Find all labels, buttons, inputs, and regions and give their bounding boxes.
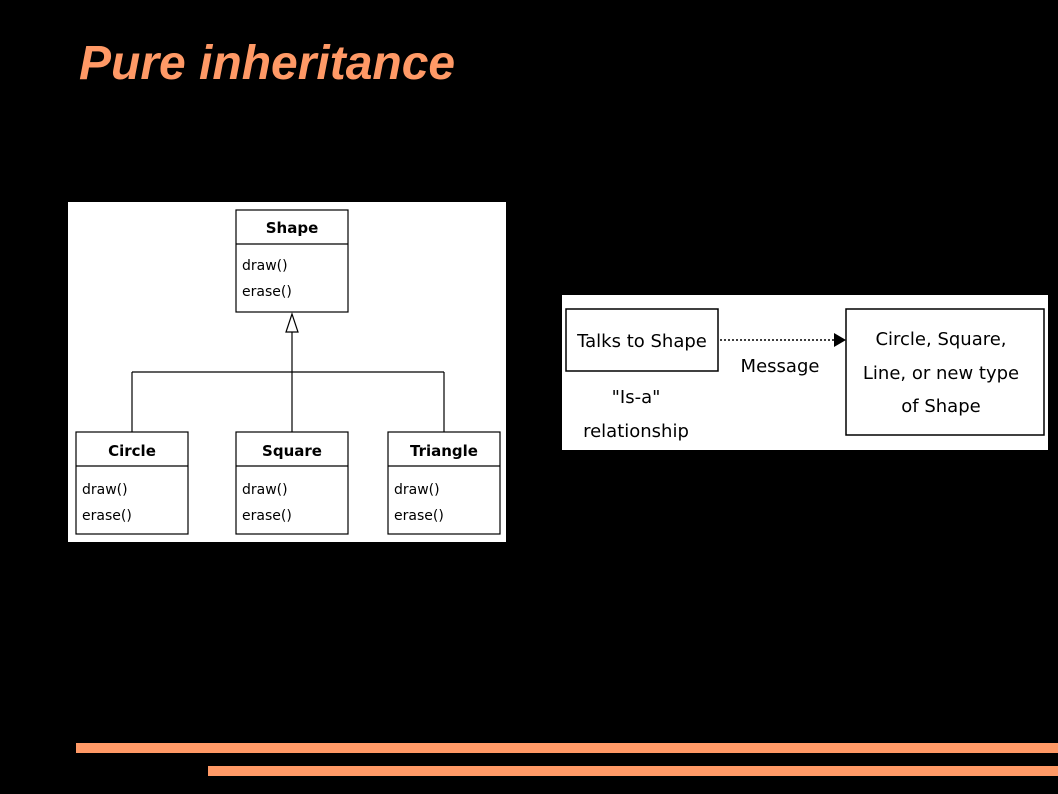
method-erase-circle: erase() — [82, 508, 132, 524]
class-name-circle: Circle — [108, 442, 156, 460]
message-label: Message — [741, 356, 820, 377]
sender-label: Talks to Shape — [576, 331, 707, 352]
inheritance-connectors — [131, 312, 445, 432]
sender-box: Talks to Shape — [565, 308, 719, 372]
slide-title: Pure inheritance — [79, 37, 456, 90]
method-draw-triangle: draw() — [394, 482, 440, 498]
method-erase-triangle: erase() — [394, 508, 444, 524]
message-arrowhead — [834, 333, 846, 347]
message-diagram: Talks to Shape Message "Is-a" relationsh… — [565, 308, 1045, 442]
class-name-triangle: Triangle — [410, 442, 478, 460]
receiver-line-2: Line, or new type — [863, 363, 1019, 384]
message-arrow: Message — [720, 333, 846, 377]
method-erase-square: erase() — [242, 508, 292, 524]
method-erase-shape: erase() — [242, 284, 292, 300]
uml-class-diagram: Shape draw() erase() Circle draw() erase… — [75, 209, 501, 535]
message-diagram-panel: Talks to Shape Message "Is-a" relationsh… — [562, 295, 1048, 450]
class-box-triangle: Triangle draw() erase() — [387, 431, 501, 535]
method-draw-shape: draw() — [242, 258, 288, 274]
receiver-line-3: of Shape — [901, 396, 980, 417]
class-box-circle: Circle draw() erase() — [75, 431, 189, 535]
relationship-line-1: "Is-a" — [612, 387, 661, 408]
method-draw-square: draw() — [242, 482, 288, 498]
receiver-line-1: Circle, Square, — [875, 329, 1006, 350]
method-draw-circle: draw() — [82, 482, 128, 498]
uml-diagram-panel: Shape draw() erase() Circle draw() erase… — [68, 202, 506, 542]
class-box-shape: Shape draw() erase() — [235, 209, 349, 313]
decorative-bar-top — [76, 743, 1058, 753]
class-name-square: Square — [262, 442, 322, 460]
decorative-bar-bottom — [208, 766, 1058, 776]
receiver-box: Circle, Square, Line, or new type of Sha… — [845, 308, 1045, 436]
class-name-shape: Shape — [266, 219, 319, 237]
relationship-line-2: relationship — [583, 421, 689, 442]
class-box-square: Square draw() erase() — [235, 431, 349, 535]
inheritance-arrowhead — [285, 312, 299, 333]
